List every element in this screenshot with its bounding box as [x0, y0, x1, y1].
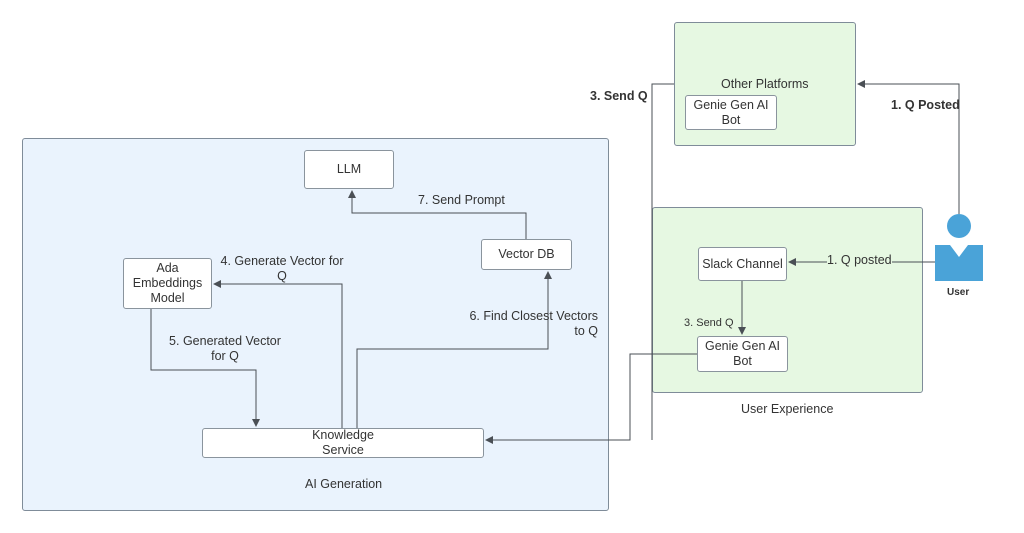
ada-embeddings-node[interactable]: Ada Embeddings Model [123, 258, 212, 309]
genie-bot-other-label: Genie Gen AI Bot [693, 97, 769, 127]
slack-channel-node[interactable]: Slack Channel [698, 247, 787, 281]
vector-db-label: Vector DB [498, 247, 555, 261]
edge-label-find-closest: 6. Find Closest Vectors to Q [469, 309, 598, 338]
vector-db-node[interactable]: Vector DB [481, 239, 572, 270]
edge-label-q-posted-bold: 1. Q Posted [891, 98, 960, 112]
ada-embeddings-label: Ada Embeddings Model [132, 261, 203, 305]
llm-node[interactable]: LLM [304, 150, 394, 189]
genie-bot-other-node[interactable]: Genie Gen AI Bot [685, 95, 777, 130]
user-experience-label: User Experience [741, 402, 834, 416]
knowledge-service-node[interactable]: Knowledge Service [202, 428, 484, 458]
user-icon [935, 214, 983, 281]
edge-label-send-prompt: 7. Send Prompt [418, 193, 505, 208]
knowledge-service-label: Knowledge Service [312, 428, 374, 457]
edge-label-generated-vector: 5. Generated Vector for Q [169, 334, 281, 363]
user-label: User [947, 287, 970, 298]
ai-generation-label: AI Generation [305, 477, 383, 491]
edge-label-q-posted: 1. Q posted [827, 253, 892, 268]
genie-bot-slack-node[interactable]: Genie Gen AI Bot [697, 336, 788, 372]
edge-label-generate-vector: 4. Generate Vector for Q [220, 254, 344, 283]
other-platforms-label: Other Platforms [721, 77, 809, 91]
edge-label-send-q-bold: 3. Send Q [590, 89, 648, 103]
genie-bot-slack-label: Genie Gen AI Bot [704, 339, 781, 368]
llm-label: LLM [336, 162, 362, 176]
slack-channel-label: Slack Channel [702, 256, 783, 271]
edge-label-send-q: 3. Send Q [684, 317, 734, 329]
